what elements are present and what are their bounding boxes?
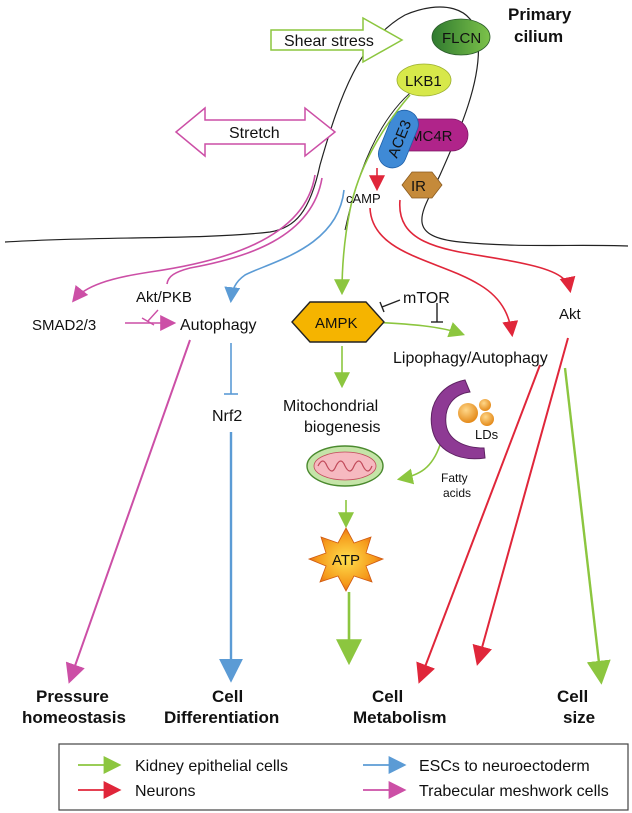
legend-neurons-label: Neurons [135, 783, 195, 800]
mito-biogenesis-label: Mitochondrial [283, 398, 378, 415]
pressure-homeostasis-label: Pressure [36, 687, 109, 706]
shear-stress-arrow [270, 16, 404, 64]
camp-label: cAMP [346, 191, 381, 206]
fatty-acids-label-2: acids [443, 486, 471, 500]
legend-trabecular-label: Trabecular meshwork cells [419, 783, 609, 800]
cilium-to-autophagy-arrow [224, 189, 345, 304]
mito-biogenesis-label-2: biogenesis [304, 419, 381, 436]
akt-to-metabolism-arrow [472, 337, 569, 666]
lipid-droplet-icon [458, 403, 478, 423]
akt-pkb-label: Akt/PKB [136, 289, 192, 306]
lipid-droplet-icon-2 [479, 399, 491, 411]
autophagy-label: Autophagy [180, 317, 257, 334]
nrf2-label: Nrf2 [212, 408, 242, 425]
shear-stress-label: Shear stress [284, 33, 374, 50]
fatty-acids-label: Fatty [441, 471, 468, 485]
ampk-label: AMPK [315, 315, 358, 332]
smad-label: SMAD2/3 [32, 317, 96, 334]
atp-label: ATP [332, 552, 360, 569]
cell-differentiation-label: Cell [212, 687, 243, 706]
stretch-to-smad-arrow [72, 174, 316, 303]
ampk-node [291, 301, 385, 343]
primary-cilium-title-2: cilium [514, 27, 563, 46]
ir-label: IR [411, 178, 426, 195]
lipid-droplet-icon-3 [480, 412, 494, 426]
fatty-acids-to-mito-arrow [396, 444, 441, 485]
ir-protein [401, 171, 443, 199]
cell-size-label-2: size [563, 708, 595, 727]
cell-differentiation-label-2: Differentiation [164, 708, 279, 727]
lkb1-to-ampk-arrow [334, 94, 411, 296]
akt-label: Akt [559, 306, 582, 323]
lkb1-protein [396, 63, 452, 97]
mtor-inhibits-ampk [381, 299, 401, 308]
akt-inhibits-smad [147, 309, 159, 322]
atp-burst [307, 527, 385, 592]
ampk-to-lipophagy-arrow [369, 321, 466, 338]
lkb1-label: LKB1 [405, 73, 442, 90]
primary-cilium-title: Primary [508, 5, 572, 24]
legend-kidney-label: Kidney epithelial cells [135, 758, 288, 775]
cell-membrane [4, 6, 629, 247]
lipophagy-to-size-arrow [563, 367, 611, 685]
mtor-label: mTOR [403, 290, 450, 307]
cell-metabolism-label: Cell [372, 687, 403, 706]
cell-size-label: Cell [557, 687, 588, 706]
autophagosome-icon [430, 379, 486, 460]
flcn-label: FLCN [442, 30, 481, 47]
cell-metabolism-label-2: Metabolism [353, 708, 447, 727]
flcn-protein [431, 18, 491, 56]
lipophagy-label: Lipophagy/Autophagy [393, 350, 548, 367]
pressure-homeostasis-label-2: homeostasis [22, 708, 126, 727]
lipophagy-to-metabolism-arrow [416, 364, 541, 684]
autophagy-to-pressure-arrow [65, 339, 191, 684]
camp-to-lipophagy-arrow [369, 207, 519, 338]
mtor-ampk-bar [379, 301, 385, 313]
akt-inhibit-bar [141, 317, 155, 326]
stretch-arrow [174, 106, 337, 158]
stretch-label: Stretch [229, 125, 280, 142]
ace3-protein [377, 109, 419, 169]
mitochondrion-icon [306, 445, 384, 487]
legend-box [58, 743, 629, 811]
stretch-akt-branch [166, 177, 323, 285]
lds-label: LDs [475, 427, 499, 442]
ir-to-akt-arrow [399, 199, 576, 294]
mc4r-label: MC4R [410, 128, 453, 145]
legend-esc-label: ESCs to neuroectoderm [419, 758, 590, 775]
